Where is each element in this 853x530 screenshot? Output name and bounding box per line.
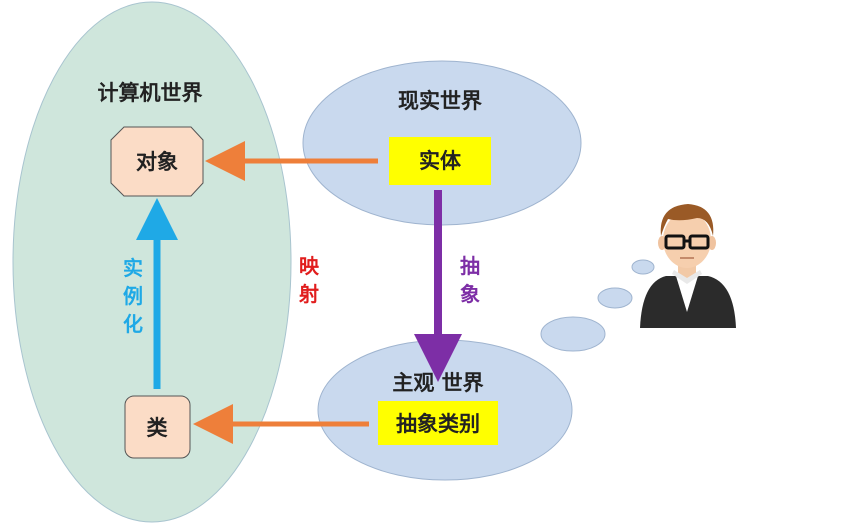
class-node-label: 类 bbox=[147, 416, 169, 440]
abstract-char-1: 抽 bbox=[460, 254, 480, 278]
computer-world-ellipse bbox=[12, 1, 292, 523]
mapping-char-2: 射 bbox=[298, 282, 319, 306]
abstract-category-node bbox=[378, 401, 498, 445]
person-with-glasses-icon bbox=[640, 204, 736, 328]
mapping-char-1: 映 bbox=[299, 254, 320, 278]
abstract-char-2: 象 bbox=[460, 282, 480, 306]
subjective-world-label: 主观 世界 bbox=[392, 371, 483, 395]
thought-bubble-large bbox=[540, 316, 606, 352]
object-node bbox=[110, 126, 204, 197]
instantiate-char-3: 化 bbox=[123, 312, 143, 336]
abstract-category-label: 抽象类别 bbox=[396, 412, 480, 436]
entity-node bbox=[389, 137, 491, 185]
entity-node-label: 实体 bbox=[419, 149, 462, 173]
object-node-label: 对象 bbox=[136, 150, 178, 174]
real-world-label: 现实世界 bbox=[398, 89, 482, 113]
instantiate-char-1: 实 bbox=[123, 256, 143, 280]
instantiate-char-2: 例 bbox=[123, 284, 143, 308]
computer-world-label: 计算机世界 bbox=[98, 81, 203, 105]
thought-bubble-medium bbox=[597, 287, 633, 309]
thought-bubble-small bbox=[631, 259, 655, 275]
class-node bbox=[124, 395, 191, 459]
